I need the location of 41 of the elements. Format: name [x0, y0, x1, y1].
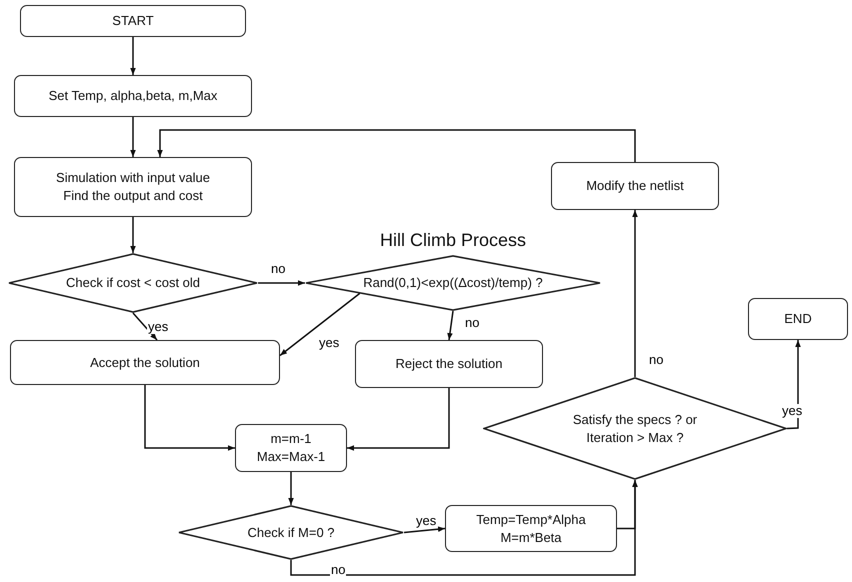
node-text: Accept the solution — [89, 354, 201, 372]
node-text: START — [111, 12, 155, 30]
process-box — [355, 340, 543, 388]
process-box — [551, 162, 719, 210]
node-text: Check if cost < cost old — [66, 274, 200, 292]
arrow — [130, 117, 136, 157]
arrow — [447, 310, 454, 340]
process-box — [14, 75, 252, 117]
process-heading: Hill Climb Process — [380, 230, 526, 251]
process-box — [10, 340, 280, 385]
decision-diamond — [178, 505, 404, 560]
arrow — [130, 217, 136, 253]
node-text: Set Temp, alpha,beta, m,Max — [48, 87, 218, 105]
process-box — [14, 157, 252, 217]
node-text: Satisfy the specs ? or Iteration > Max ? — [572, 410, 698, 446]
arrow — [347, 388, 450, 451]
edge-label: yes — [781, 404, 804, 418]
decision-diamond — [8, 253, 258, 313]
node-text: Modify the netlist — [585, 177, 685, 195]
arrow — [404, 526, 446, 534]
arrow — [617, 480, 638, 530]
node-text: Temp=Temp*Alpha M=m*Beta — [475, 510, 587, 546]
process-box — [748, 298, 848, 340]
process-box — [445, 505, 617, 552]
arrow — [280, 292, 360, 356]
arrow — [157, 129, 636, 162]
arrow — [132, 312, 158, 340]
arrow — [786, 340, 801, 430]
node-text: m=m-1 Max=Max-1 — [256, 430, 326, 466]
arrow — [258, 280, 305, 286]
node-text: Rand(0,1)<exp((Δcost)/temp) ? — [363, 274, 543, 292]
process-box — [20, 5, 246, 37]
node-text: Check if M=0 ? — [247, 524, 335, 542]
node-text: END — [783, 310, 813, 328]
process-box — [235, 424, 347, 472]
arrow — [144, 385, 235, 451]
arrow — [130, 37, 136, 75]
node-text: Reject the solution — [394, 355, 504, 373]
arrow — [288, 472, 294, 505]
node-text: Simulation with input value Find the output and cost — [55, 169, 211, 205]
arrow — [632, 210, 638, 377]
